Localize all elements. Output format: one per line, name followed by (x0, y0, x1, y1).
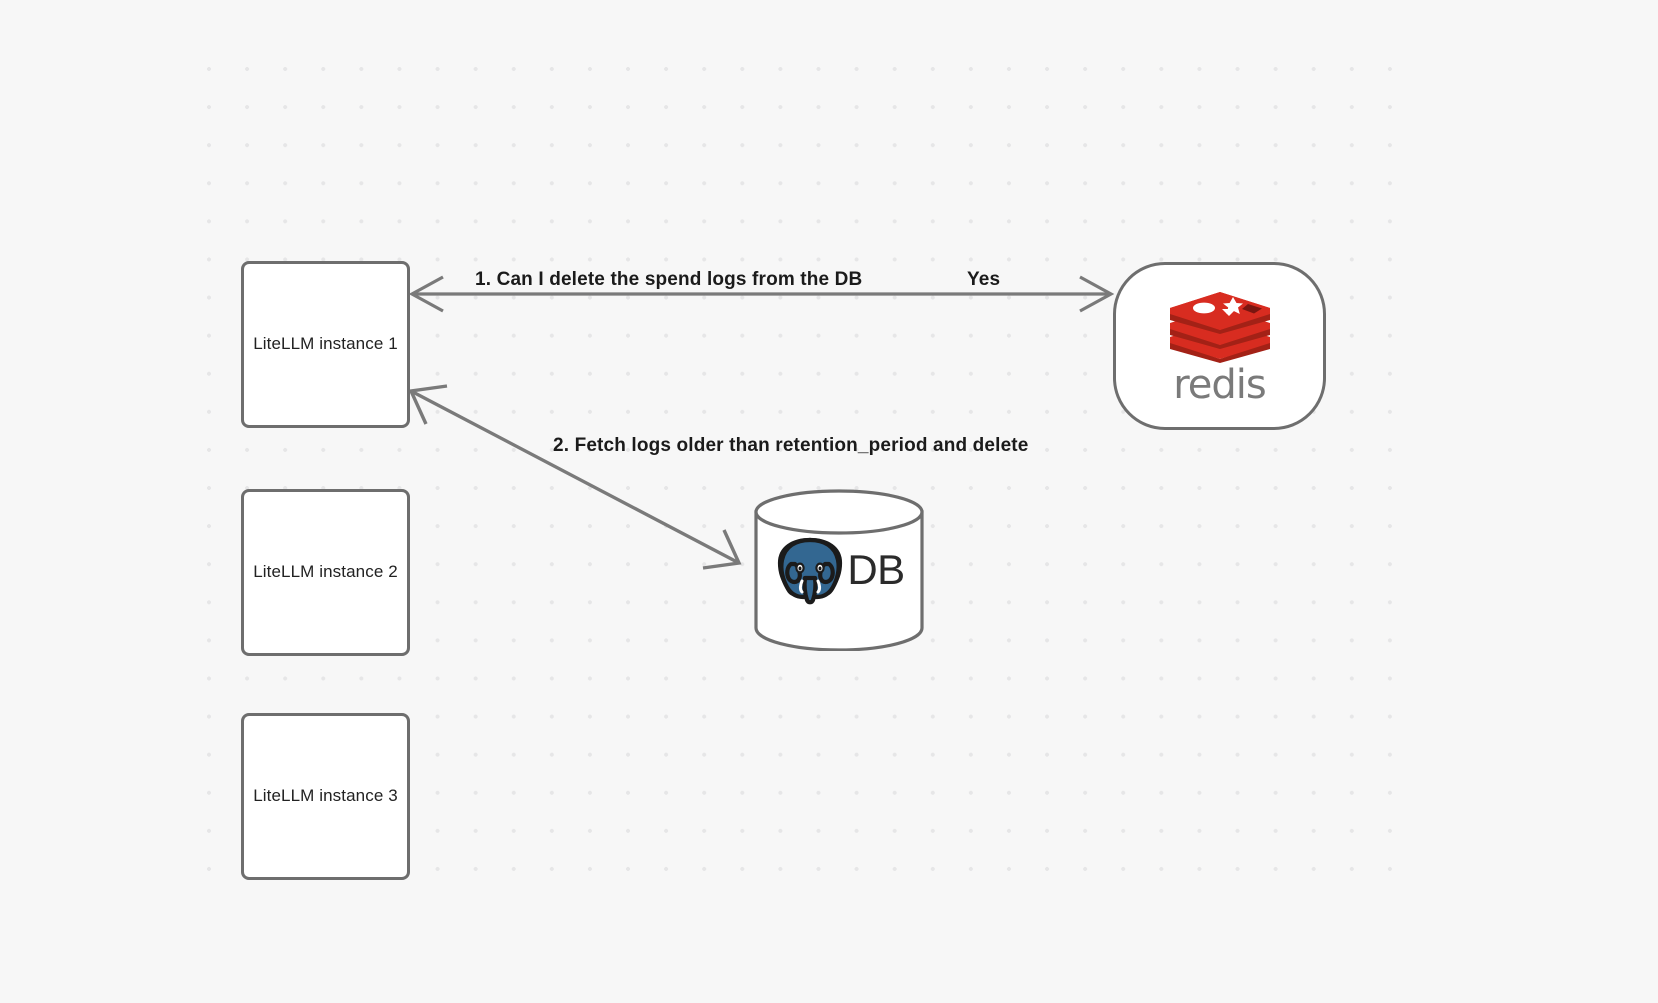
node-label: LiteLLM instance 2 (253, 562, 398, 582)
node-redis[interactable]: redis (1113, 262, 1326, 430)
edge-label-1-answer: Yes (967, 269, 1001, 290)
edge-label-1-question: 1. Can I delete the spend logs from the … (475, 269, 863, 290)
node-label: LiteLLM instance 1 (253, 334, 398, 354)
node-litellm-instance-2[interactable]: LiteLLM instance 2 (241, 489, 410, 656)
node-litellm-instance-3[interactable]: LiteLLM instance 3 (241, 713, 410, 880)
node-database-cylinder[interactable] (753, 489, 925, 651)
redis-logo-icon (1169, 292, 1270, 363)
edge-label-2-action: 2. Fetch logs older than retention_perio… (553, 435, 1029, 456)
node-litellm-instance-1[interactable]: LiteLLM instance 1 (241, 261, 410, 428)
edge-litellm1-database (408, 384, 742, 570)
redis-wordmark: redis (1173, 362, 1267, 408)
node-label: LiteLLM instance 3 (253, 786, 398, 806)
